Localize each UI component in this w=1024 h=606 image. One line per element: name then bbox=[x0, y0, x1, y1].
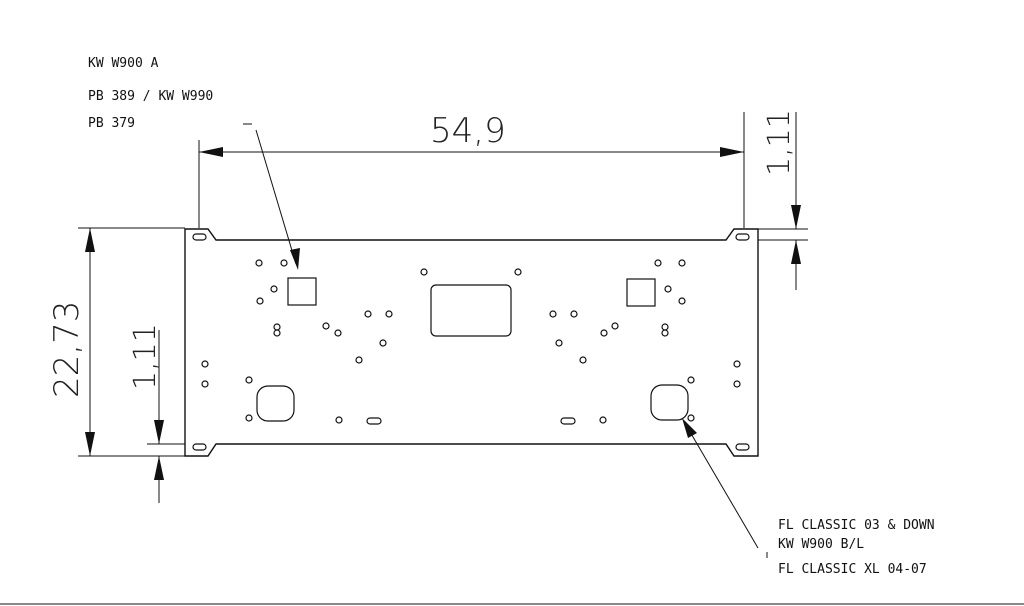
bracket-holes bbox=[201, 259, 741, 425]
height-dimension bbox=[78, 227, 185, 457]
width-dimension bbox=[198, 112, 745, 228]
leader-line-top bbox=[255, 129, 300, 270]
tab-bottom-dimension-value: 1,11 bbox=[128, 323, 163, 390]
label-pb379: PB 379 bbox=[88, 116, 135, 131]
height-dimension-value: 22,73 bbox=[47, 301, 87, 398]
bracket-outline bbox=[184, 228, 759, 457]
leader-line-bottom bbox=[682, 418, 759, 549]
tab-bottom-dimension bbox=[147, 330, 185, 503]
tab-top-dimension bbox=[758, 112, 808, 290]
width-dimension-value: 54,9 bbox=[430, 111, 506, 151]
label-fl-classic-xl: FL CLASSIC XL 04-07 bbox=[778, 562, 927, 577]
label-kw-w900-a: KW W900 A bbox=[88, 56, 159, 71]
label-fl-classic-03-down: FL CLASSIC 03 & DOWN bbox=[778, 518, 935, 533]
label-kw-w900-bl: KW W900 B/L bbox=[778, 537, 864, 552]
tab-top-dimension-value: 1,11 bbox=[762, 109, 797, 176]
label-pb389-kw-w990: PB 389 / KW W990 bbox=[88, 89, 213, 104]
